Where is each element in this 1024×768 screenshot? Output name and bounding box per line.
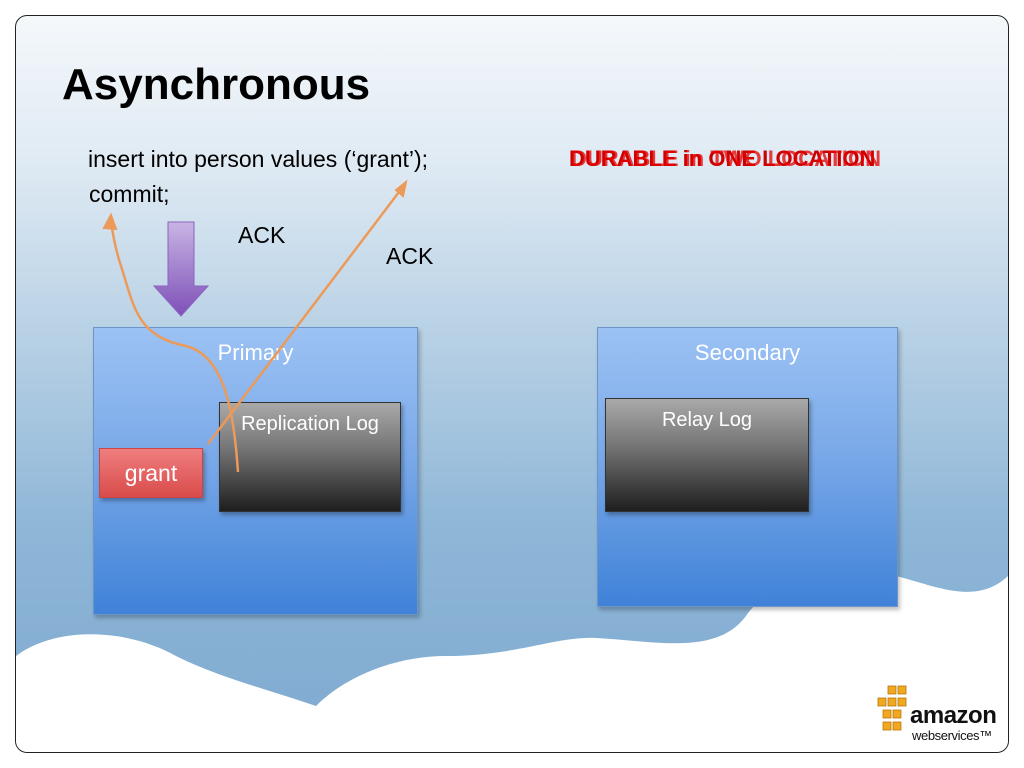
ack-label-right: ACK bbox=[386, 243, 434, 269]
aws-cubes-icon bbox=[877, 685, 907, 731]
sql-commit-statement: commit; bbox=[89, 181, 170, 207]
replication-log-label: Replication Log bbox=[241, 413, 379, 435]
primary-label: Primary bbox=[217, 340, 294, 365]
sql-insert-statement: insert into person values (‘grant’); bbox=[88, 146, 429, 172]
aws-logo: amazon webservices™ bbox=[874, 684, 998, 746]
relay-log-box: Relay Log bbox=[605, 398, 809, 512]
secondary-label: Secondary bbox=[694, 340, 801, 365]
arrows-layer bbox=[102, 179, 408, 473]
ack-straight-arrowhead bbox=[394, 179, 408, 198]
aws-logo-brand: amazon bbox=[910, 702, 997, 729]
cloud-background bbox=[16, 571, 1008, 752]
slide-title: Asynchronous bbox=[62, 60, 371, 109]
ack-label-left: ACK bbox=[238, 222, 286, 248]
replication-log-box: Replication Log bbox=[219, 402, 401, 512]
durable-one-location-text: DURABLE in ONE LOCATION bbox=[569, 146, 876, 171]
commit-down-arrow bbox=[152, 221, 210, 317]
ack-curve-arrow bbox=[109, 220, 240, 473]
ack-straight-arrow bbox=[207, 187, 403, 445]
durable-two-location-text: DURABLE in TWO LOCATION bbox=[571, 146, 881, 171]
slide: Asynchronous insert into person values (… bbox=[15, 15, 1009, 753]
relay-log-label: Relay Log bbox=[661, 409, 753, 431]
grant-row-box: grant bbox=[99, 448, 203, 498]
ack-curve-arrowhead bbox=[102, 212, 118, 231]
durable-overlay-text: DURABLE in ONE LOCATION DURABLE in TWO L… bbox=[569, 146, 939, 176]
aws-logo-sub: webservices™ bbox=[912, 728, 992, 743]
